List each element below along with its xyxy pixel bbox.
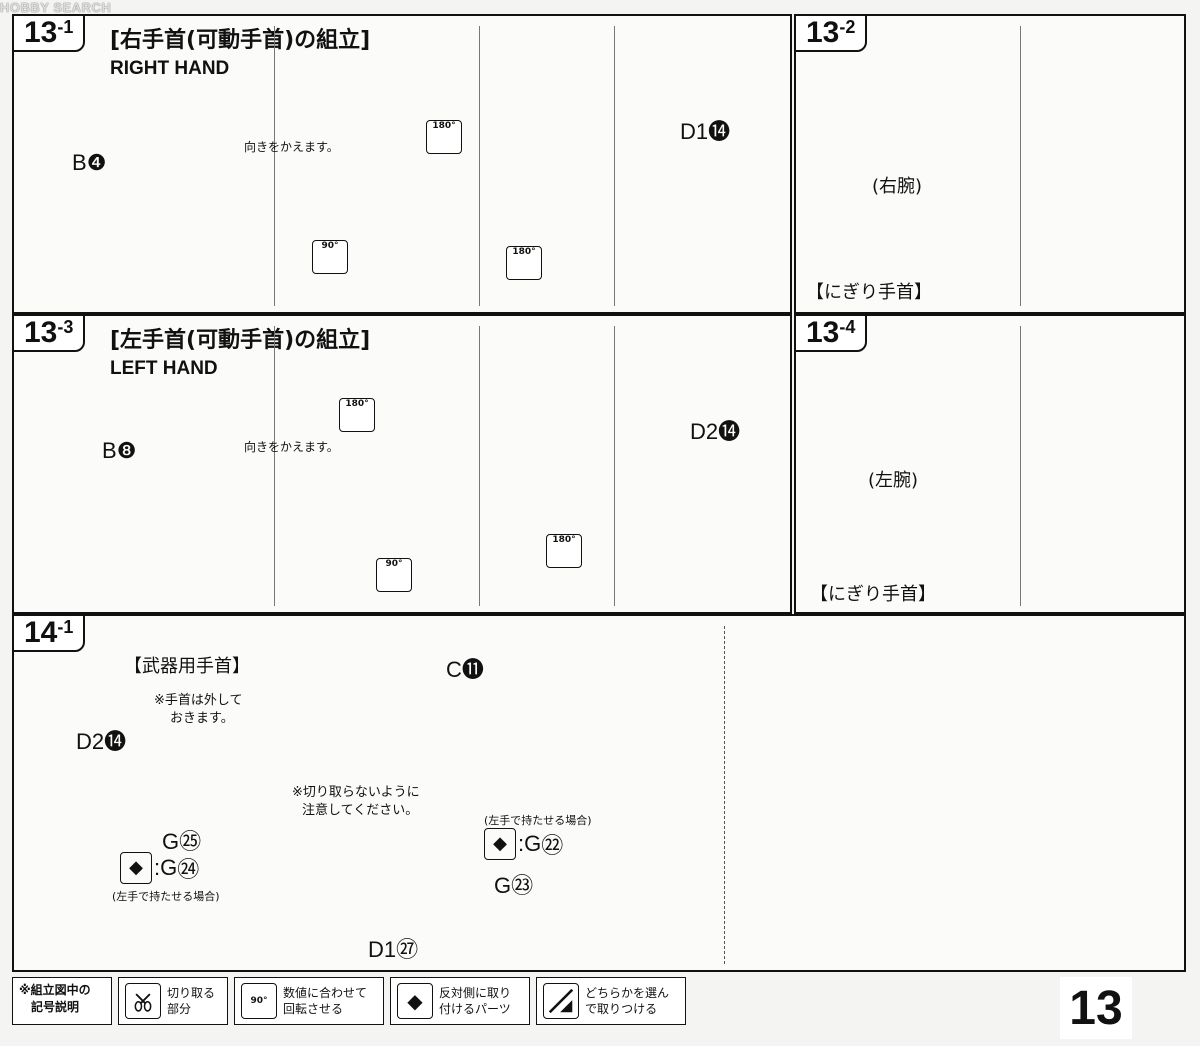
svg-text:2: 2 <box>342 515 352 531</box>
step-number: 14 <box>24 616 58 649</box>
legend-item-opposite: ◆ 反対側に取り 付けるパーツ <box>390 977 530 1025</box>
part-label-d1: D1㉗ <box>368 937 419 962</box>
step-13-4-panel: 13-4 (左腕) 【にぎり手首】 <box>794 314 1186 614</box>
svg-text:1: 1 <box>434 533 444 549</box>
step-13-1-title: [右手首(可動手首)の組立] <box>110 28 371 53</box>
svg-text:12: 12 <box>1085 644 1102 661</box>
legend-item-cut: 切り取る 部分 <box>118 977 228 1025</box>
step-number: 13 <box>806 16 840 49</box>
choose-either-icon <box>543 983 579 1019</box>
page-number: 13 <box>1060 977 1132 1039</box>
step-sub: -1 <box>57 617 74 637</box>
rotate-90-icon: 90° <box>376 558 412 592</box>
part-label-d1: D1⓮ <box>680 119 731 144</box>
step-14-1-panel: 14-1 【武器用手首】 ※手首は外しておきます。 D2⓮ ※切り取らないように… <box>12 614 1186 972</box>
cutter-icon <box>125 983 161 1019</box>
part-label-d2: D2⓮ <box>690 419 741 444</box>
remove-wrist-note: ※手首は外しておきます。 <box>154 693 243 726</box>
do-not-cut-note: ※切り取らないように注意してください。 <box>292 785 420 818</box>
step-13-3-panel: 13-3 [左手首(可動手首)の組立] LEFT HAND B❽ 向きをかえます… <box>12 314 792 614</box>
grip-wrist-caption: 【にぎり手首】 <box>810 584 936 605</box>
opposite-side-icon: ◆ <box>397 983 433 1019</box>
left-arm-label: (左腕) <box>868 470 919 491</box>
legend-text: 反対側に取り 付けるパーツ <box>439 986 512 1016</box>
step-13-1-tab: 13-1 <box>14 16 86 52</box>
rotate-note: 向きをかえます。 <box>244 140 339 154</box>
step-13-2-panel: 13-2 (右腕) 【にぎり手首】 <box>794 14 1186 314</box>
divider <box>479 26 480 306</box>
legend-item-choose: どちらかを選ん で取りつける <box>536 977 686 1025</box>
divider <box>614 326 615 606</box>
legend-item-rotate: 90° 数値に合わせて 回転させる <box>234 977 384 1025</box>
step-number: 13 <box>806 316 840 349</box>
divider <box>479 326 480 606</box>
legend-text: 切り取る 部分 <box>167 986 216 1016</box>
svg-text:1: 1 <box>364 233 374 249</box>
part-label-g25: G㉕ <box>162 829 202 854</box>
rotate-icon: 90° <box>241 983 277 1019</box>
svg-text:1: 1 <box>997 791 1007 807</box>
rotate-180-icon: 180° <box>546 534 582 568</box>
step-sub: -2 <box>839 17 856 37</box>
rotate-180-icon: 180° <box>339 398 375 432</box>
watermark: HOBBY SEARCH <box>0 0 112 15</box>
runner-label: B❹ <box>72 150 107 175</box>
step-number: 13 <box>24 316 58 349</box>
step-13-3-title: [左手首(可動手首)の組立] <box>110 328 371 353</box>
legend-text: どちらかを選ん で取りつける <box>585 986 670 1016</box>
rotate-180-icon: 180° <box>426 120 462 154</box>
weapon-wrist-label: 【武器用手首】 <box>124 656 250 677</box>
divider <box>1020 26 1021 306</box>
step-sub: -1 <box>57 17 74 37</box>
opposite-side-icon: ◆ <box>484 828 516 860</box>
legend-text: 数値に合わせて 回転させる <box>283 986 368 1016</box>
symbol-legend: ※組立図中の記号説明 切り取る 部分 90° 数値に合わせて 回転させる ◆ 反… <box>12 977 1052 1025</box>
step-13-2-tab: 13-2 <box>796 16 868 52</box>
step-13-3-tab: 13-3 <box>14 316 86 352</box>
divider <box>1020 326 1021 606</box>
divider <box>274 326 275 606</box>
step-sub: -4 <box>839 317 856 337</box>
step-13-1-subtitle: RIGHT HAND <box>110 58 230 79</box>
rotate-note: 向きをかえます。 <box>244 440 339 454</box>
step-13-4-tab: 13-4 <box>796 316 868 352</box>
legend-heading: ※組立図中の記号説明 <box>12 977 112 1025</box>
divider <box>274 26 275 306</box>
right-arm-label: (右腕) <box>872 176 923 197</box>
opposite-side-icon: ◆ <box>120 852 152 884</box>
left-hand-note: (左手で持たせる場合) <box>484 814 592 827</box>
step-14-1-tab: 14-1 <box>14 616 86 652</box>
step-sub: -3 <box>57 317 74 337</box>
part-label-g23: G㉓ <box>494 873 534 898</box>
rotate-90-icon: 90° <box>312 240 348 274</box>
step-13-3-subtitle: LEFT HAND <box>110 358 218 379</box>
left-hand-note: (左手で持たせる場合) <box>112 890 220 903</box>
svg-text:2: 2 <box>849 769 859 785</box>
runner-label: B❽ <box>102 438 137 463</box>
grip-wrist-caption: 【にぎり手首】 <box>806 282 932 303</box>
step-13-1-panel: 13-1 [右手首(可動手首)の組立] RIGHT HAND B❹ 向きをかえま… <box>12 14 792 314</box>
part-label-d2: D2⓮ <box>76 729 127 754</box>
svg-text:2: 2 <box>434 219 444 235</box>
svg-text:3: 3 <box>1003 847 1013 863</box>
rotate-180-icon: 180° <box>506 246 542 280</box>
step-number: 13 <box>24 16 58 49</box>
divider <box>614 26 615 306</box>
